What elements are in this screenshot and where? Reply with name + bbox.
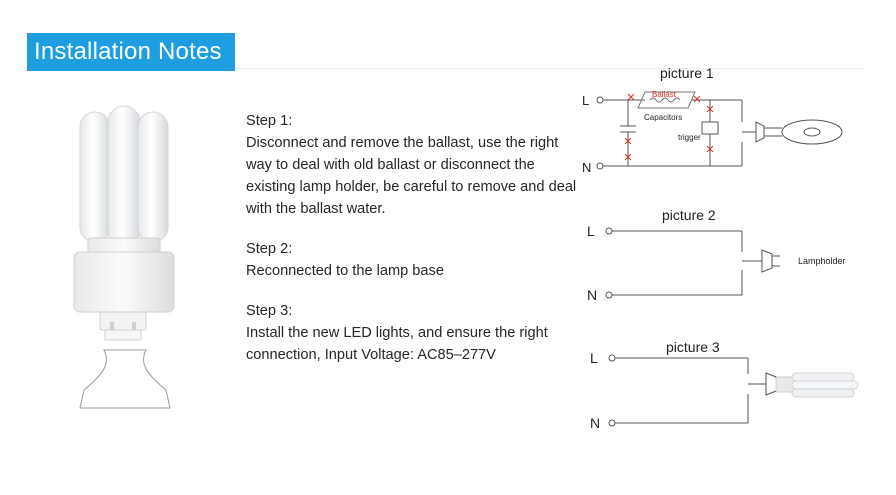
step-3-text: Install the new LED lights, and ensure t… (246, 325, 548, 363)
step-2-text: Reconnected to the lamp base (246, 263, 444, 279)
picture-3-L-terminal: L (590, 350, 598, 366)
picture-1-L-terminal: L (582, 93, 589, 108)
picture-1-ballast-label: Ballast (652, 90, 677, 99)
step-1: Step 1: Disconnect and remove the ballas… (246, 110, 581, 220)
picture-3-title: picture 3 (666, 339, 720, 355)
lamp-base (73, 237, 175, 341)
installation-steps: Step 1: Disconnect and remove the ballas… (246, 110, 581, 384)
socket-base (79, 349, 171, 409)
picture-1-N-terminal: N (582, 160, 591, 175)
step-1-text: Disconnect and remove the ballast, use t… (246, 135, 577, 217)
picture-3-N-terminal: N (590, 415, 600, 431)
picture-2-diagram: picture 2 L N Lampholder (587, 207, 846, 303)
picture-1-title: picture 1 (660, 65, 714, 81)
picture-2-lampholder-label: Lampholder (798, 256, 846, 266)
picture-1-cut-marks (624, 93, 714, 161)
step-3: Step 3: Install the new LED lights, and … (246, 300, 581, 366)
header-divider (235, 68, 865, 69)
picture-2-title: picture 2 (662, 207, 716, 223)
step-3-label: Step 3: (246, 303, 293, 319)
picture-2-N-terminal: N (587, 287, 597, 303)
picture-2-L-terminal: L (587, 223, 595, 239)
step-1-label: Step 1: (246, 113, 293, 129)
picture-1-trigger-label: trigger (678, 133, 701, 142)
lamp-tubes (79, 105, 169, 247)
section-title-banner: Installation Notes (27, 33, 235, 71)
picture-1-diagram: picture 1 L N (582, 65, 843, 175)
picture-3-led-lamp (775, 372, 859, 398)
picture-3-diagram: picture 3 L N (590, 339, 859, 431)
step-2: Step 2: Reconnected to the lamp base (246, 238, 581, 282)
led-lamp-illustration (73, 105, 175, 409)
step-2-label: Step 2: (246, 241, 293, 257)
wiring-diagrams: picture 1 L N (582, 65, 859, 431)
picture-1-capacitors-label: Capacitors (644, 113, 682, 122)
